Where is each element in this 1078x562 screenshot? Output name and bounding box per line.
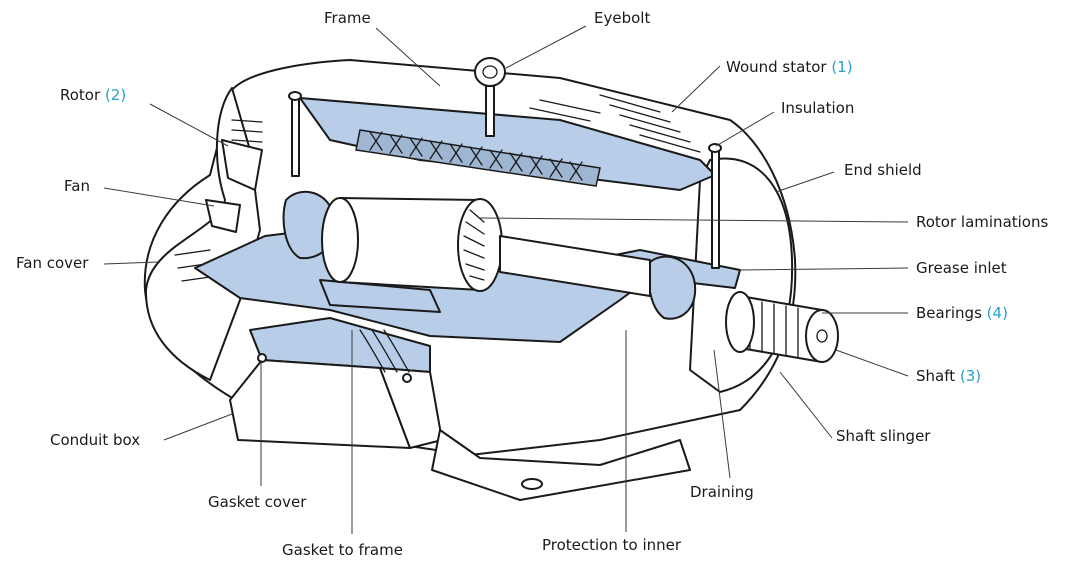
through-bolts [288,91,722,269]
label-shaft-slinger: Shaft slinger [836,427,931,445]
label-fan-cover: Fan cover [16,254,89,272]
label-conduit-box: Conduit box [50,431,140,449]
label-rotor-laminations: Rotor laminations [916,213,1048,231]
stator-winding [355,129,601,187]
rotor-core [321,197,503,292]
label-fan: Fan [64,177,90,195]
conduit-box-part [229,317,443,449]
label-insulation: Insulation [781,99,854,117]
output-shaft [725,291,839,363]
fan-blades [205,139,263,233]
label-protection-to-inner: Protection to inner [542,536,682,554]
label-bearings: Bearings (4) [916,304,1008,322]
motor-drawing [143,57,839,501]
label-wound-stator: Wound stator (1) [726,58,853,76]
label-rotor: Rotor (2) [60,86,126,104]
label-draining: Draining [690,483,754,501]
inner-shaft [499,235,651,297]
label-gasket-cover: Gasket cover [208,493,307,511]
label-shaft: Shaft (3) [916,367,981,385]
label-grease-inlet: Grease inlet [916,259,1007,277]
label-end-shield: End shield [844,161,922,179]
labels: Frame Eyebolt Wound stator (1) Insulatio… [16,9,1048,559]
leader-lines [103,25,909,534]
label-eyebolt: Eyebolt [594,9,650,27]
motor-foot [431,429,691,501]
label-frame: Frame [324,9,371,27]
label-gasket-to-frame: Gasket to frame [282,541,403,559]
eyebolt-part [474,57,506,137]
cooling-fins [529,94,701,153]
